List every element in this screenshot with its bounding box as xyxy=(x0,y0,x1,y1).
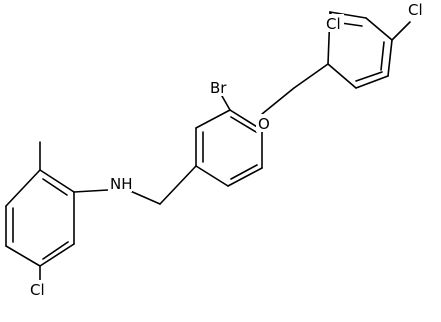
atom-label: Br xyxy=(210,79,227,97)
bond xyxy=(329,11,367,19)
bond xyxy=(293,63,329,89)
bond xyxy=(195,109,231,129)
atom-cl-bottom: Cl xyxy=(30,280,52,299)
atom-cl-top-right: Cl xyxy=(404,0,426,19)
atom-label: Cl xyxy=(408,1,423,19)
atom-nh: NH xyxy=(108,174,133,193)
bond xyxy=(42,241,69,260)
bond xyxy=(221,95,231,111)
atom-br: Br xyxy=(208,78,230,97)
atom-label: Cl xyxy=(326,15,341,33)
bond xyxy=(327,63,357,89)
bond xyxy=(230,116,257,133)
bond xyxy=(391,21,411,41)
bond xyxy=(39,169,75,193)
bond xyxy=(73,189,109,193)
bond-layer xyxy=(5,11,411,281)
bond xyxy=(195,165,229,187)
bond xyxy=(127,189,161,205)
bond xyxy=(159,165,197,205)
bond xyxy=(230,164,258,180)
bond xyxy=(355,71,383,82)
bond xyxy=(5,245,41,267)
atom-label: Cl xyxy=(30,281,45,299)
atom-label: NH xyxy=(110,175,133,193)
bond xyxy=(5,169,41,207)
bond xyxy=(355,75,389,89)
bond xyxy=(42,178,68,196)
bond xyxy=(365,17,393,41)
atom-label-layer: Cl Cl Br O NH Cl xyxy=(30,0,426,299)
bond xyxy=(387,39,393,77)
atom-label: O xyxy=(258,115,270,133)
bond xyxy=(261,87,295,115)
atom-o: O xyxy=(256,114,272,133)
bond xyxy=(380,41,385,71)
bond xyxy=(39,243,75,267)
bond xyxy=(227,167,263,187)
atom-cl-top-left: Cl xyxy=(322,14,344,33)
